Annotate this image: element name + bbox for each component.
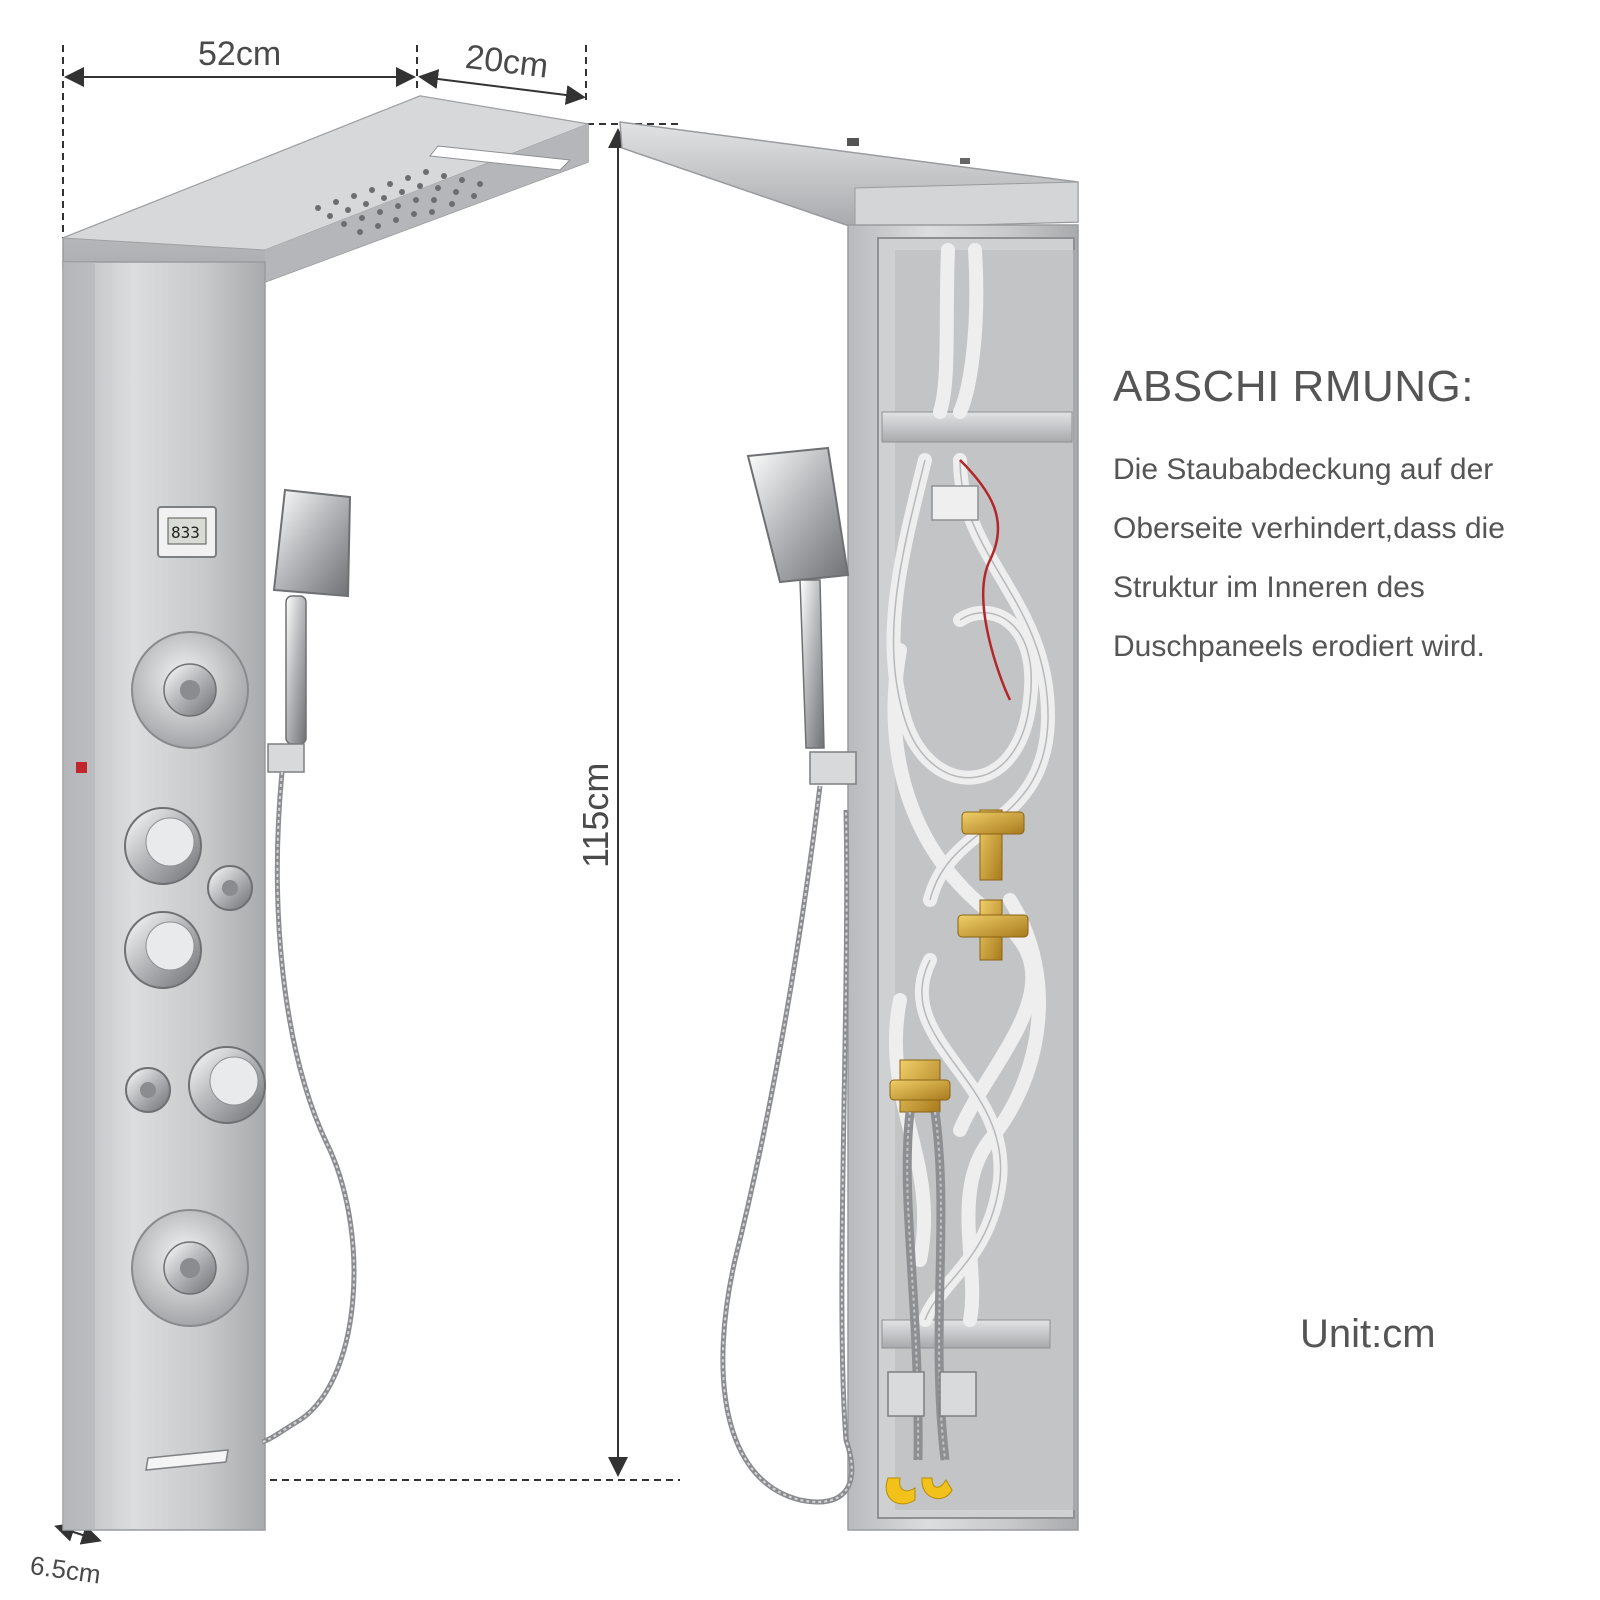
temperature-readout: 833 — [171, 523, 200, 542]
body-jet-upper — [131, 631, 249, 749]
brass-valve-lower — [889, 1059, 951, 1113]
notice-line: Struktur im Inneren des — [1113, 571, 1425, 604]
electrical-wire — [959, 459, 1012, 701]
notice-title: ABSCHI RMUNG: — [1113, 362, 1474, 411]
width-dimension-label: 52cm — [198, 35, 281, 73]
unit-label: Unit:cm — [1300, 1312, 1436, 1356]
notice-line: Oberseite verhindert,dass die — [1113, 512, 1505, 545]
hand-shower-open-view — [720, 446, 857, 1505]
tub-spout — [145, 1449, 229, 1471]
shower-panel-open — [619, 121, 1079, 1531]
thermostat-knob-lower[interactable] — [188, 1046, 266, 1124]
small-jet-right — [207, 865, 253, 911]
yellow-pipe-clips — [885, 1477, 953, 1505]
thermostat-knob-middle[interactable] — [124, 911, 202, 989]
small-jet-left — [125, 1067, 171, 1113]
notice-description: Die Staubabdeckung auf der Oberseite ver… — [1113, 440, 1593, 676]
brass-valve-middle — [957, 899, 1029, 961]
dimension-lines — [54, 45, 680, 1545]
body-jet-lower — [131, 1209, 249, 1327]
thermostat-knob-upper[interactable] — [124, 807, 202, 885]
head-depth-dimension-label: 20cm — [463, 38, 550, 86]
height-dimension-label: 115cm — [575, 763, 616, 868]
notice-line: Duschpaneels erodiert wird. — [1113, 630, 1485, 663]
brass-valve-upper — [961, 809, 1025, 881]
shower-panel-front: 833 — [62, 95, 590, 1531]
indicator-light — [76, 762, 87, 773]
notice-line: Die Staubabdeckung auf der — [1113, 453, 1494, 486]
rain-nozzles — [315, 169, 483, 235]
hand-shower-front — [261, 488, 357, 1445]
panel-depth-dimension-label: 6.5cm — [28, 1550, 102, 1590]
